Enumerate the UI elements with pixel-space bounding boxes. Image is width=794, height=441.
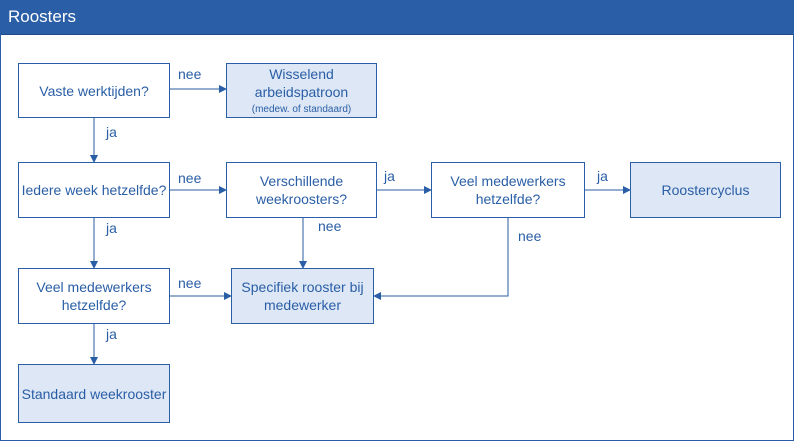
edge-label-q4-ja: ja (597, 168, 608, 184)
result-specifiek-line2: medewerker (263, 297, 341, 313)
edge-label-q5-ja: ja (106, 326, 117, 342)
edge-q4-to-specifiek (373, 218, 509, 300)
result-roostercyclus-text: Roostercyclus (661, 182, 750, 198)
question-vaste-werktijden-text: Vaste werktijden? (39, 82, 149, 99)
question-veel-medewerkers-top: Veel medewerkers hetzelfde? (431, 162, 585, 218)
question-verschillende-line2: weekroosters? (255, 191, 348, 207)
edge-label-q3-nee: nee (318, 218, 342, 234)
question-veel-medewerkers-bottom: Veel medewerkers hetzelfde? (18, 268, 170, 324)
question-verschillende-weekroosters: Verschillende weekroosters? (226, 162, 377, 218)
question-iedere-week-text: Iedere week hetzelfde? (21, 182, 167, 198)
panel-header: Roosters (1, 1, 793, 35)
edge-label-q4-nee: nee (518, 228, 542, 244)
result-wisselend-arbeidspatroon: Wisselend arbeidspatroon (medew. of stan… (226, 63, 377, 118)
result-standaard-weekrooster: Standaard weekrooster (18, 364, 170, 423)
result-wisselend-note: (medew. of standaard) (251, 103, 352, 115)
question-iedere-week: Iedere week hetzelfde? (18, 162, 170, 218)
edge-label-q2-ja: ja (106, 220, 117, 236)
question-verschillende-line1: Verschillende (259, 173, 344, 189)
result-standaard-text: Standaard weekrooster (21, 385, 167, 402)
question-veel-medewerkers-top-line2: hetzelfde? (475, 191, 541, 207)
result-specifiek-line1: Specifiek rooster bij (241, 279, 364, 295)
edge-label-q5-nee: nee (178, 275, 202, 291)
edge-label-q2-nee: nee (178, 170, 202, 186)
question-vaste-werktijden: Vaste werktijden? (18, 63, 170, 118)
panel-title: Roosters (8, 7, 77, 26)
result-wisselend-line2: arbeidspatroon (254, 83, 349, 100)
edge-label-q1-nee: nee (178, 66, 202, 82)
question-veel-medewerkers-top-line1: Veel medewerkers (450, 173, 566, 189)
result-specifiek-rooster: Specifiek rooster bij medewerker (231, 268, 374, 324)
edge-label-q1-ja: ja (106, 124, 117, 140)
question-veel-medewerkers-bottom-line2: hetzelfde? (61, 297, 127, 313)
edge-label-q3-ja: ja (384, 168, 395, 184)
result-wisselend-line1: Wisselend (269, 65, 334, 82)
question-veel-medewerkers-bottom-line1: Veel medewerkers (36, 279, 152, 295)
result-roostercyclus: Roostercyclus (630, 162, 781, 218)
